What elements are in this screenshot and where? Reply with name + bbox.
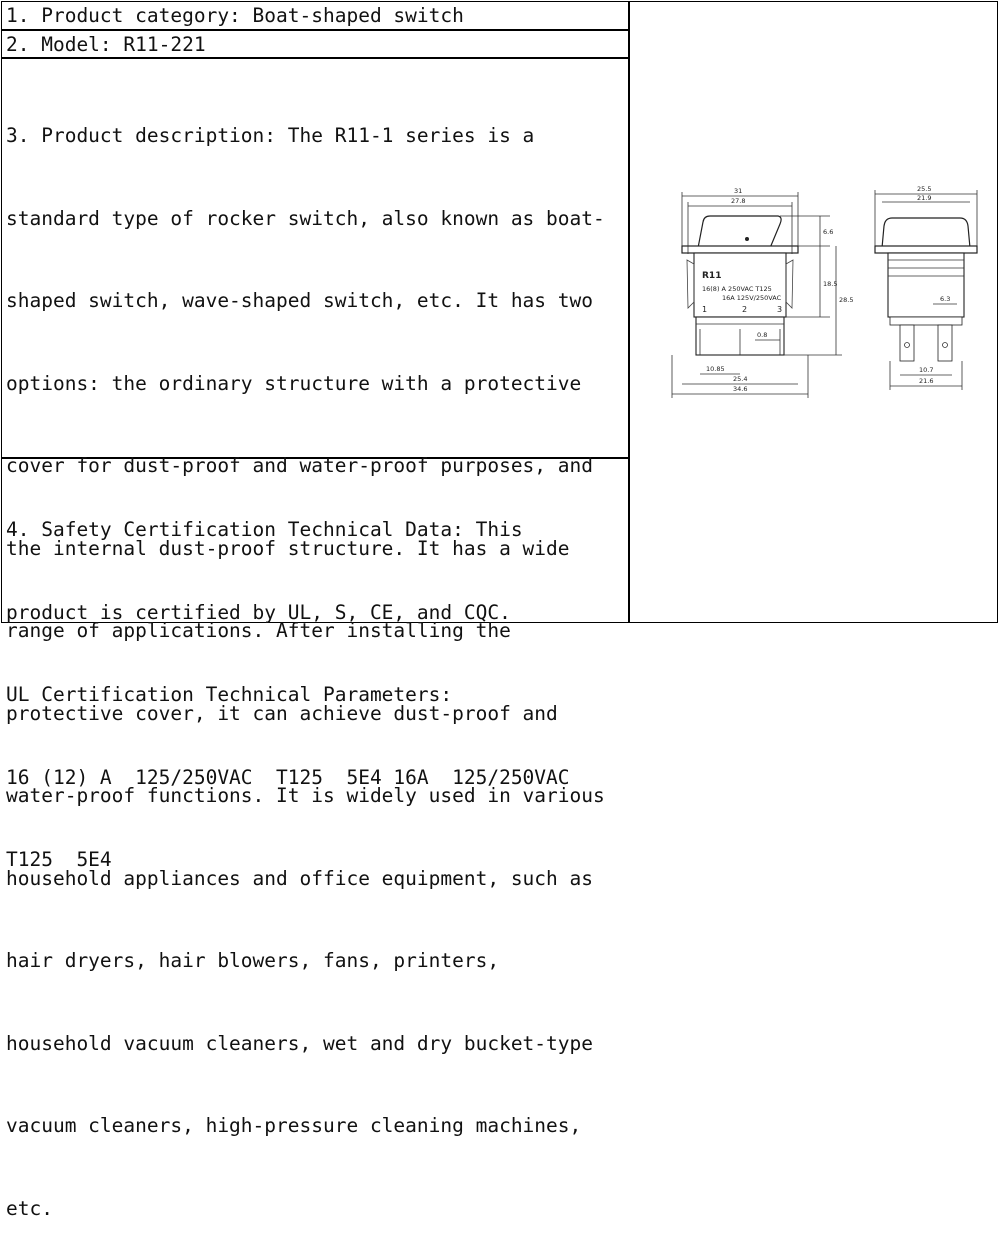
dimension-25-4: 25.4 bbox=[733, 375, 747, 383]
safety-line: T125 5E4 bbox=[6, 848, 112, 871]
dimension-drawing-panel: R11 16(8) A 250VAC T125 16A 125V/250VAC … bbox=[630, 2, 999, 622]
bezel bbox=[681, 245, 799, 254]
pin-label-1: 1 bbox=[702, 305, 707, 314]
safety-line: UL Certification Technical Parameters: bbox=[6, 683, 453, 706]
label-rating-1: 16(8) A 250VAC T125 bbox=[702, 285, 772, 293]
description-line: household vacuum cleaners, wet and dry b… bbox=[6, 1031, 593, 1055]
description-line: cover for dust-proof and water-proof pur… bbox=[6, 454, 593, 477]
dimension-31: 31 bbox=[734, 187, 742, 195]
description-line: shaped switch, wave-shaped switch, etc. … bbox=[6, 289, 593, 312]
description-line: hair dryers, hair blowers, fans, printer… bbox=[6, 949, 500, 972]
description-line: 3. Product description: The R11-1 series… bbox=[6, 124, 535, 147]
dimension-6-6: 6.6 bbox=[823, 228, 833, 236]
label-rating-2: 16A 125V/250VAC bbox=[722, 294, 782, 302]
label-model: R11 bbox=[702, 271, 721, 281]
dimension-10-85: 10.85 bbox=[706, 365, 725, 373]
product-model: 2. Model: R11-221 bbox=[2, 31, 628, 59]
dimension-18-5: 18.5 bbox=[823, 280, 837, 288]
switch-body bbox=[693, 252, 787, 318]
safety-line: product is certified by UL, S, CE, and C… bbox=[6, 600, 511, 624]
dimension-25-5: 25.5 bbox=[917, 185, 931, 193]
pin-label-3: 3 bbox=[777, 305, 782, 314]
description-line: standard type of rocker switch, also kno… bbox=[6, 206, 605, 230]
description-line: options: the ordinary structure with a p… bbox=[6, 371, 582, 395]
description-line: the internal dust-proof structure. It ha… bbox=[6, 536, 570, 560]
product-description: 3. Product description: The R11-1 series… bbox=[2, 59, 628, 1220]
dimension-28-5: 28.5 bbox=[839, 296, 853, 304]
rocker-dot-icon bbox=[745, 237, 749, 241]
product-category: 1. Product category: Boat-shaped switch bbox=[2, 2, 628, 31]
description-line: etc. bbox=[6, 1196, 53, 1220]
dimension-34-6: 34.6 bbox=[733, 385, 747, 393]
pin-label-2: 2 bbox=[742, 305, 747, 314]
safety-line: 4. Safety Certification Technical Data: … bbox=[6, 518, 523, 541]
side-view bbox=[874, 190, 978, 390]
dimension-27-8: 27.8 bbox=[731, 197, 745, 205]
technical-drawing: R11 16(8) A 250VAC T125 16A 125V/250VAC … bbox=[671, 185, 978, 398]
safety-line: 16 (12) A 125/250VAC T125 5E4 16A 125/25… bbox=[6, 765, 570, 789]
spec-sheet: 1. Product category: Boat-shaped switch … bbox=[1, 1, 999, 1220]
front-view bbox=[671, 192, 842, 398]
dimension-6-3: 6.3 bbox=[940, 295, 950, 303]
description-line: vacuum cleaners, high-pressure cleaning … bbox=[6, 1114, 582, 1137]
dimension-0-8: 0.8 bbox=[757, 331, 767, 339]
safety-certification: 4. Safety Certification Technical Data: … bbox=[2, 459, 628, 871]
rocker-actuator bbox=[697, 215, 782, 249]
dimension-21-9: 21.9 bbox=[917, 194, 931, 202]
spec-text-column: 1. Product category: Boat-shaped switch … bbox=[2, 2, 630, 1220]
dimension-10-7: 10.7 bbox=[919, 366, 933, 374]
dimension-21-6: 21.6 bbox=[919, 377, 933, 385]
